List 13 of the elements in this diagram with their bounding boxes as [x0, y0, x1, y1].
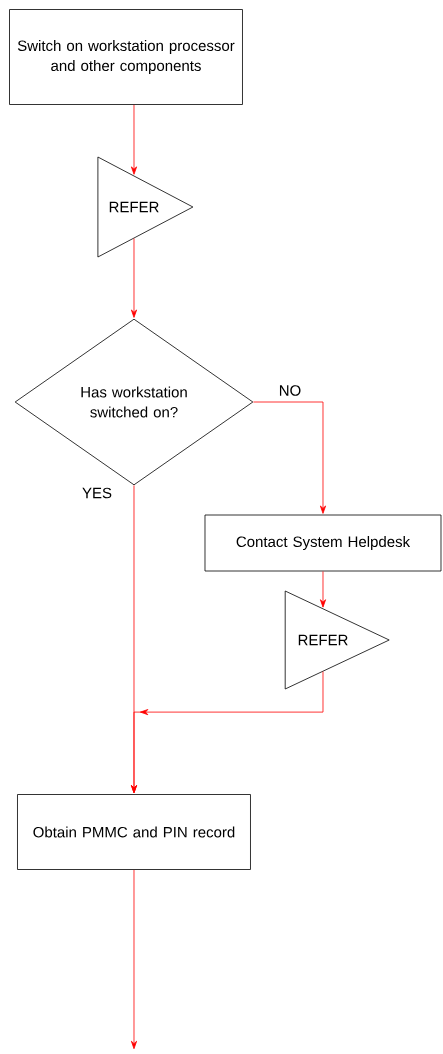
process-box: Contact System Helpdesk — [204, 514, 442, 572]
arrow — [253, 401, 326, 514]
arrow — [320, 571, 326, 608]
refer-triangle: REFER — [284, 590, 390, 690]
arrow — [131, 671, 324, 794]
refer-triangle: REFER — [97, 156, 194, 258]
arrow — [131, 104, 137, 175]
edge-label: YES — [81, 486, 113, 500]
process-box: Obtain PMMC and PIN record — [17, 794, 251, 870]
process-box: Switch on workstation processor and other components — [9, 9, 243, 105]
edge-label: NO — [277, 384, 303, 397]
arrow — [131, 238, 137, 318]
arrow — [131, 869, 137, 1050]
